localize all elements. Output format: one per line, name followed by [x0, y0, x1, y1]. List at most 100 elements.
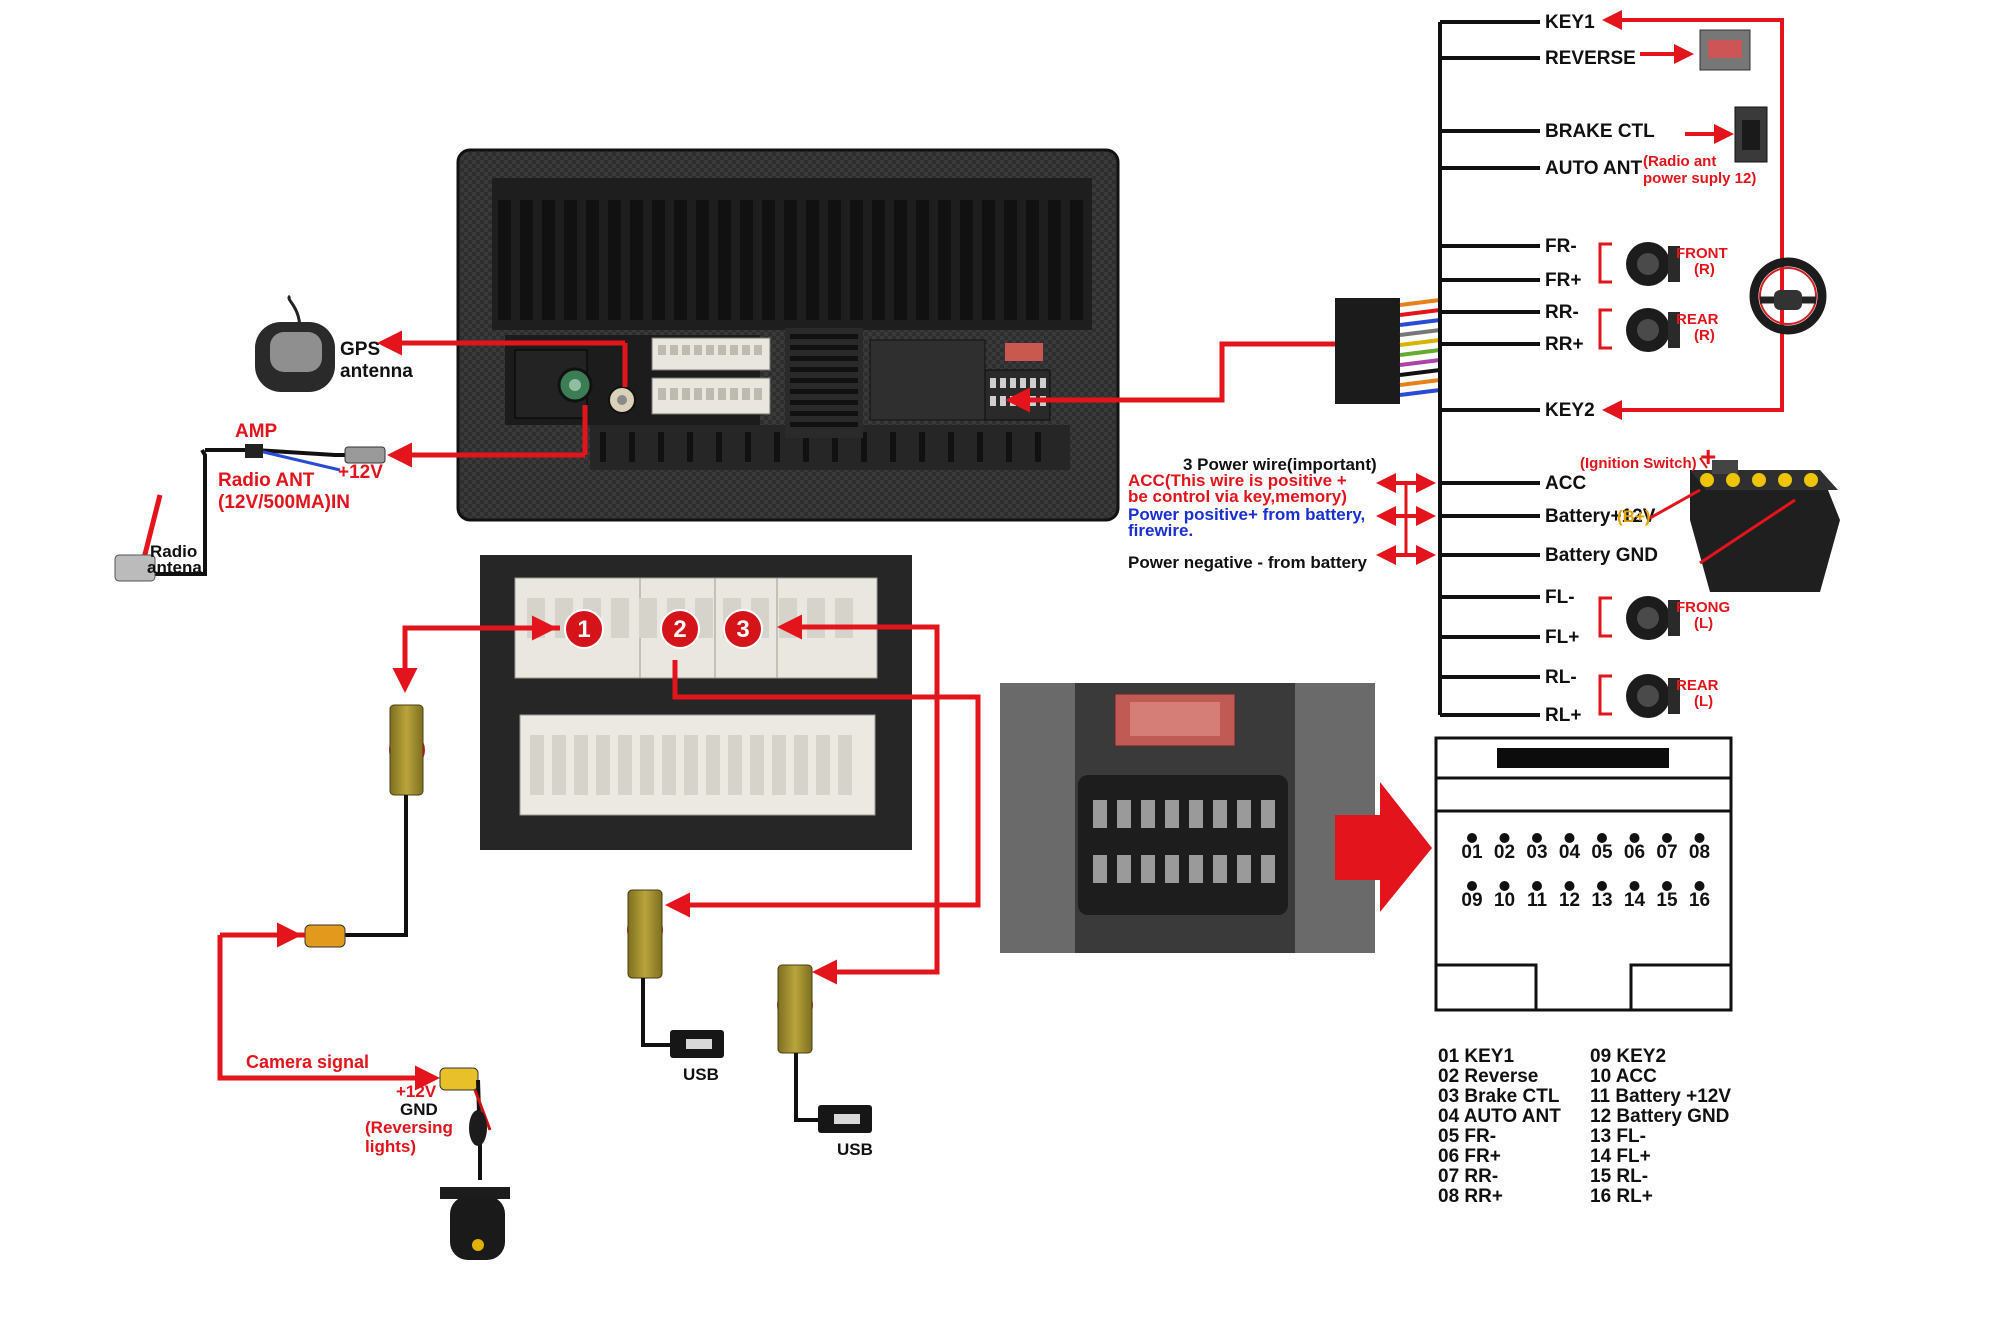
- closeup-pin: [835, 598, 853, 638]
- hu-pin: [718, 388, 726, 400]
- gps-socket-pin: [617, 395, 627, 405]
- vent-slot: [861, 432, 867, 462]
- radio-ant-label-line1: Radio ANT: [218, 470, 315, 491]
- speaker-magnet: [1668, 312, 1680, 348]
- radio-antenna-cable: [114, 444, 386, 582]
- speaker-label-side: (L): [1694, 693, 1713, 710]
- power-positive-line2: firewire.: [1128, 521, 1193, 540]
- heatsink-fin: [498, 200, 511, 320]
- legend-entry: 13 FL-: [1590, 1126, 1646, 1147]
- photo-pin: [1189, 800, 1203, 828]
- gps-label-line1: GPS: [340, 339, 380, 360]
- rib: [790, 389, 858, 394]
- photo-pin: [1261, 800, 1275, 828]
- hu-pin: [658, 345, 666, 355]
- speaker-label-side: (L): [1694, 615, 1713, 632]
- speaker-cone: [1637, 253, 1659, 275]
- power-notes-title: 3 Power wire(important): [1183, 455, 1377, 474]
- heatsink-fin: [542, 200, 555, 320]
- heatsink-fin: [916, 200, 929, 320]
- radio-ant-label-line2: (12V/500MA)IN: [218, 492, 350, 513]
- speaker-label-side: (R): [1694, 327, 1715, 344]
- harness-row-label: RL+: [1545, 705, 1581, 726]
- speaker-magnet: [1668, 678, 1680, 714]
- pin-dot: [1564, 833, 1575, 843]
- ignition-switch-label: (Ignition Switch): [1580, 455, 1697, 472]
- power-positive-line1: Power positive+ from battery,: [1128, 505, 1365, 524]
- heatsink-fin: [520, 200, 533, 320]
- auto-ant-note-line1: (Radio ant: [1643, 153, 1716, 170]
- closeup-pins: [527, 598, 853, 795]
- radio-antenna-label-line2: antena: [147, 558, 202, 577]
- closeup-pin: [574, 735, 588, 795]
- pin-number: 10: [1494, 890, 1515, 911]
- battery-plus-sign: +: [1700, 441, 1716, 472]
- heatsink-fin: [586, 200, 599, 320]
- legend-entry: 06 FR+: [1438, 1146, 1501, 1167]
- iso-pin: [1030, 378, 1036, 388]
- auto-ant-note-line2: power suply 12): [1643, 170, 1756, 187]
- harness-wire: [1399, 328, 1441, 337]
- vent-slot: [832, 432, 838, 462]
- heatsink-fin: [718, 200, 731, 320]
- harness-wires: [1399, 298, 1441, 397]
- pin-number: 15: [1656, 890, 1678, 911]
- speaker-wire: [1598, 242, 1612, 284]
- vent-slot: [687, 432, 693, 462]
- harness-wire: [1399, 378, 1441, 387]
- harness-wire: [1399, 368, 1441, 377]
- harness-wire: [1399, 318, 1441, 327]
- iso-socket-photo: [1000, 683, 1375, 953]
- speaker-magnet: [1668, 600, 1680, 636]
- photo-pin: [1117, 800, 1131, 828]
- legend-entry: 04 AUTO ANT: [1438, 1106, 1561, 1127]
- closeup-pin: [807, 598, 825, 638]
- rib: [790, 345, 858, 350]
- pin-number: 16: [1689, 890, 1710, 911]
- head-unit-connector-pins: [658, 345, 762, 400]
- pin-dot: [1662, 881, 1672, 891]
- pin-dot: [1467, 881, 1477, 891]
- speaker-cone: [1637, 319, 1659, 341]
- iso-pin: [1040, 378, 1046, 388]
- camera-plug: [217, 704, 440, 1091]
- rib: [790, 400, 858, 405]
- vent-slot: [1035, 432, 1041, 462]
- hu-pin: [670, 345, 678, 355]
- pin-number: 01: [1461, 842, 1483, 863]
- usb-label-2: USB: [683, 1065, 719, 1084]
- pin-dot: [1499, 833, 1510, 843]
- hu-pin: [754, 388, 762, 400]
- camera-body: [439, 1067, 510, 1260]
- closeup-pin: [527, 598, 545, 638]
- pin-dot: [1597, 881, 1607, 891]
- harness-wire: [1399, 338, 1441, 347]
- heatsink-fin: [872, 200, 885, 320]
- vent-slot: [774, 432, 780, 462]
- harness-wire: [1399, 348, 1441, 357]
- harness-row-label: AUTO ANT: [1545, 158, 1643, 179]
- pin-dot: [1467, 833, 1477, 843]
- heatsink-fin: [696, 200, 709, 320]
- pin-number: 04: [1559, 842, 1581, 863]
- photo-pin: [1261, 855, 1275, 883]
- iso-pin: [1000, 378, 1006, 388]
- camera-reversing-line2: lights): [365, 1137, 416, 1156]
- pin-number: 07: [1656, 842, 1677, 863]
- closeup-pin: [728, 735, 742, 795]
- vent-slot: [977, 432, 983, 462]
- brake-switch: [1734, 106, 1768, 163]
- closeup-pin: [684, 735, 698, 795]
- battery-ign-wire: [1699, 457, 1708, 469]
- pin-dot: [1662, 833, 1672, 843]
- closeup-pin: [596, 735, 610, 795]
- photo-pin: [1237, 855, 1251, 883]
- pin-dot: [1499, 881, 1510, 891]
- legend-entry: 08 RR+: [1438, 1186, 1503, 1207]
- closeup-pin: [611, 598, 629, 638]
- battery-pos-wire: [1649, 488, 1701, 520]
- camera-reversing-line1: (Reversing: [365, 1118, 453, 1137]
